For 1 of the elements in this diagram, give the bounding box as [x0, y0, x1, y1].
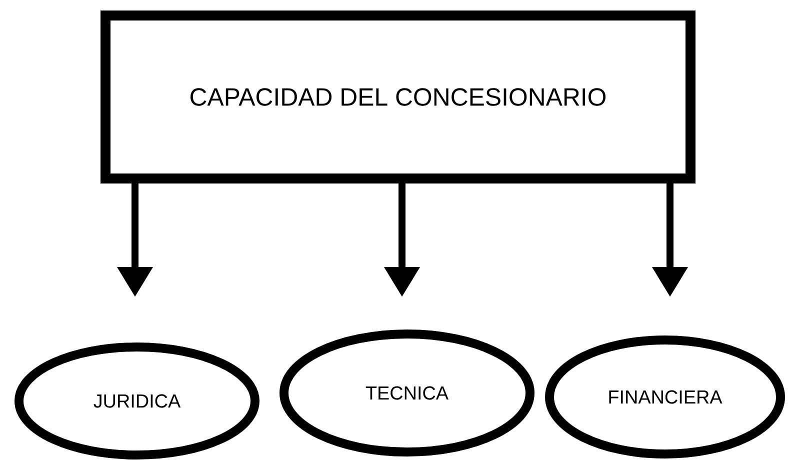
title-box: CAPACIDAD DEL CONCESIONARIO	[100, 10, 696, 184]
